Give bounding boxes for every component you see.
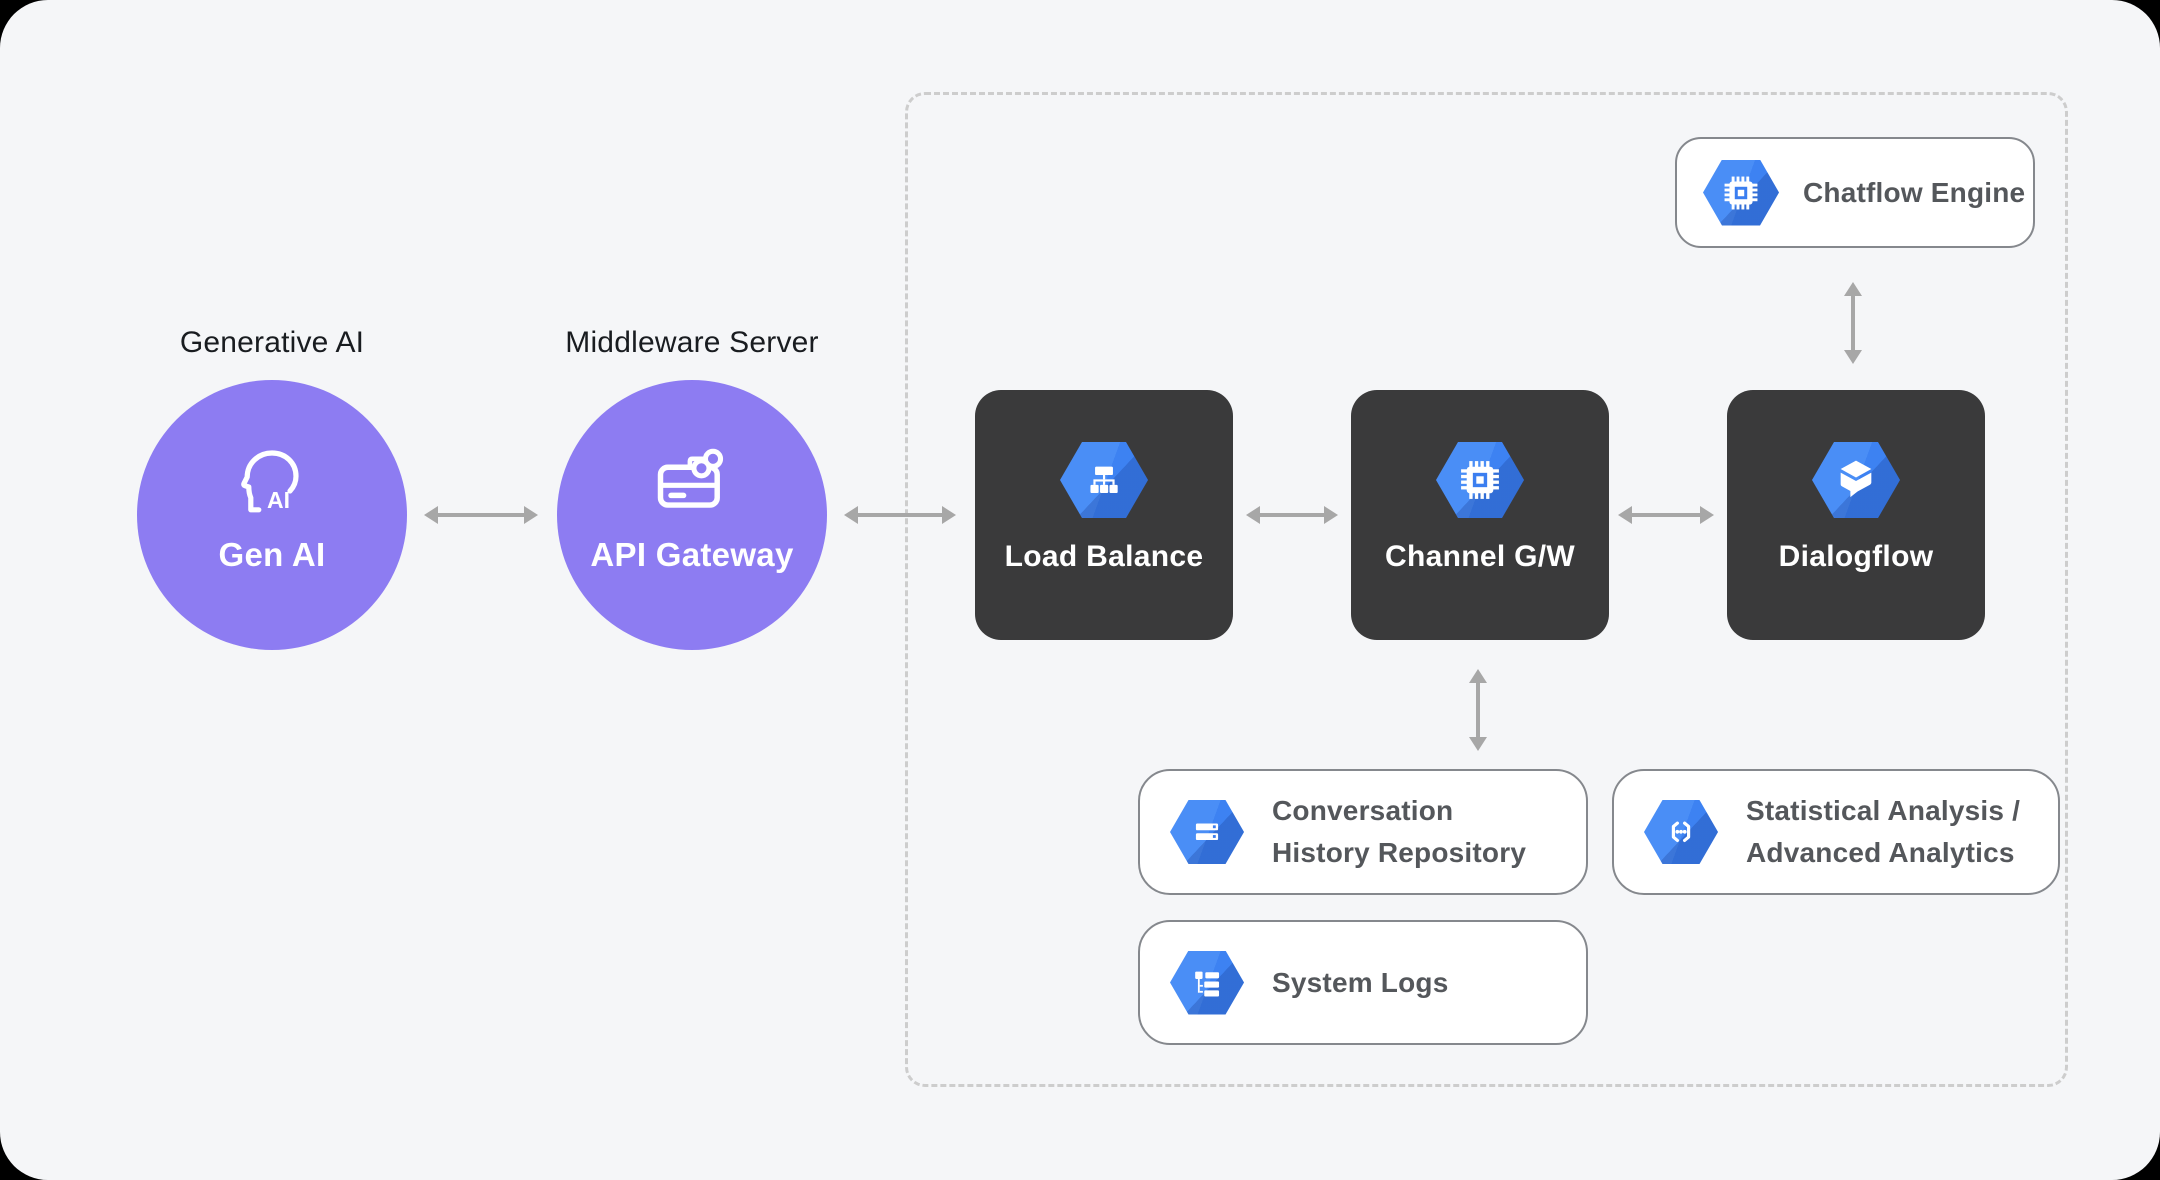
node-gen-ai-label: Gen AI	[218, 536, 326, 573]
node-statistical-analysis: Statistical Analysis / Advanced Analytic…	[1612, 769, 2060, 895]
node-system-logs: System Logs	[1138, 920, 1588, 1045]
middleware-server-title: Middleware Server	[565, 326, 819, 359]
node-chatflow-engine-label: Chatflow Engine	[1803, 176, 2026, 208]
generative-ai-title: Generative AI	[179, 326, 365, 359]
chip-icon	[1724, 176, 1758, 209]
storage-hexagon-icon	[1170, 800, 1244, 864]
label-line-1: Statistical Analysis /	[1746, 795, 2021, 826]
node-channel-gw-label: Channel G/W	[1385, 540, 1575, 573]
node-dialogflow: Dialogflow	[1727, 390, 1985, 640]
dialogflow-hexagon-icon	[1812, 442, 1900, 518]
node-statistical-analysis-label: Statistical Analysis / Advanced Analytic…	[1746, 790, 2020, 874]
code-dots-hexagon-icon	[1644, 800, 1718, 864]
cluster-boundary	[905, 92, 2068, 1087]
dialogflow-icon	[1840, 460, 1872, 498]
chip-icon	[1461, 461, 1499, 499]
code-dots-icon	[1671, 821, 1691, 843]
node-api-gateway: API Gateway	[557, 380, 827, 650]
arrow-channelgw-repository	[1469, 669, 1487, 751]
ai-head-icon-text: AI	[267, 487, 290, 513]
node-channel-gw: Channel G/W	[1351, 390, 1609, 640]
arrow-genai-apigateway	[424, 506, 538, 524]
chip-hexagon-icon	[1436, 442, 1524, 518]
label-line-2: History Repository	[1272, 837, 1527, 868]
arrow-chatflow-dialogflow	[1844, 282, 1862, 364]
logs-icon	[1195, 971, 1220, 997]
chip-hexagon-icon	[1703, 159, 1779, 226]
node-chatflow-engine: Chatflow Engine	[1675, 137, 2035, 248]
logs-hexagon-icon	[1170, 950, 1244, 1015]
label-line-2: Advanced Analytics	[1746, 837, 2015, 868]
load-balancer-icon	[1090, 466, 1118, 494]
node-system-logs-label: System Logs	[1272, 966, 1449, 998]
label-line-1: Conversation	[1272, 795, 1454, 826]
arrow-channelgw-dialogflow	[1618, 506, 1714, 524]
node-conversation-history: Conversation History Repository	[1138, 769, 1588, 895]
arrow-apigateway-loadbalance	[844, 506, 956, 524]
node-load-balance: Load Balance	[975, 390, 1233, 640]
node-gen-ai: AI Gen AI	[137, 380, 407, 650]
gateway-card-icon	[657, 448, 724, 508]
node-dialogflow-label: Dialogflow	[1778, 540, 1934, 573]
node-conversation-history-label: Conversation History Repository	[1272, 790, 1526, 874]
node-api-gateway-label: API Gateway	[590, 536, 794, 573]
ai-head-icon: AI	[241, 450, 299, 513]
node-load-balance-label: Load Balance	[1004, 540, 1204, 573]
storage-icon	[1195, 823, 1219, 841]
arrow-loadbalance-channelgw	[1246, 506, 1338, 524]
load-balancer-hexagon-icon	[1060, 442, 1148, 518]
